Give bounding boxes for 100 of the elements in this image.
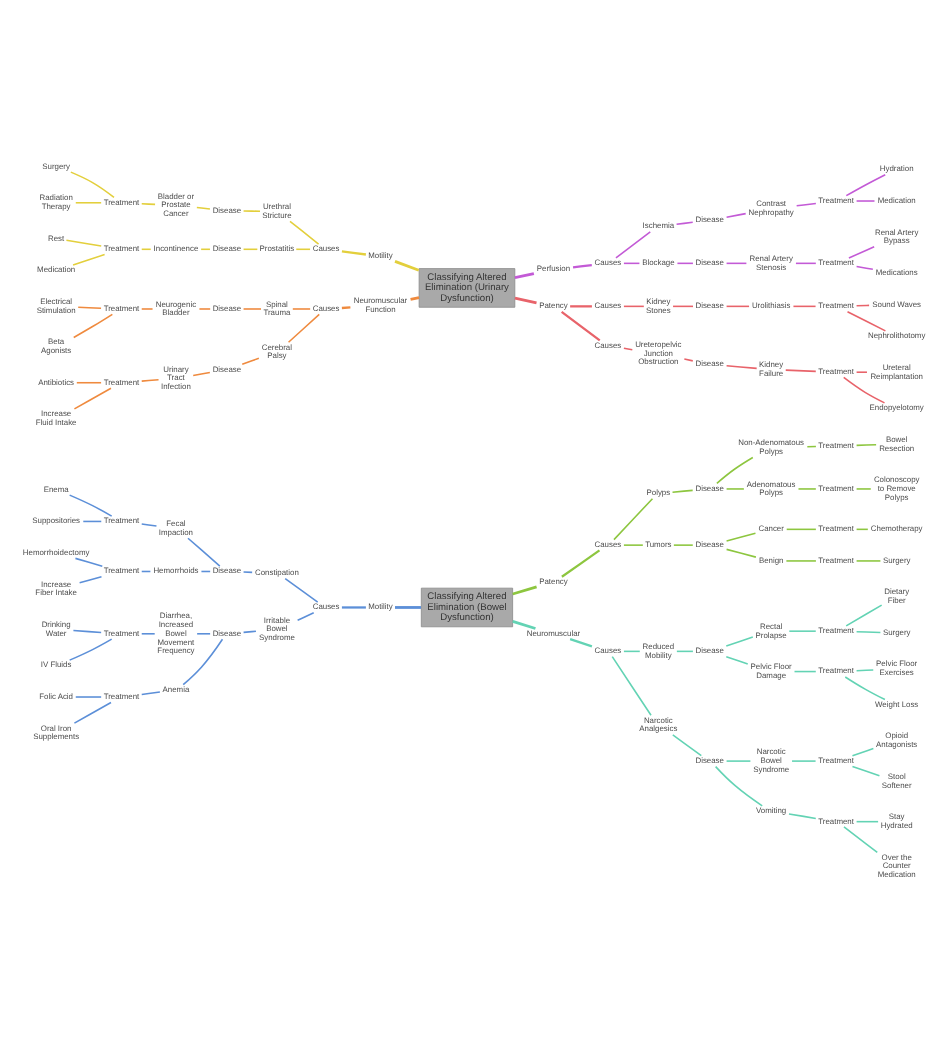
connector [793, 669, 817, 672]
connector [795, 261, 817, 264]
connector [182, 637, 224, 685]
connector [341, 249, 367, 255]
connector [196, 205, 211, 209]
connector [74, 201, 102, 203]
connector [725, 211, 747, 218]
connector [623, 346, 634, 350]
connector [672, 304, 694, 307]
connector [341, 605, 366, 608]
connector [611, 654, 652, 716]
connector [855, 668, 875, 671]
connector [570, 304, 592, 307]
connector [70, 170, 115, 198]
connector [613, 496, 654, 540]
connector [843, 825, 879, 853]
connector [725, 635, 754, 646]
connector [725, 261, 748, 264]
connector [572, 263, 592, 268]
connector [795, 201, 817, 206]
connector [287, 312, 321, 343]
connector [341, 305, 351, 309]
connector [512, 584, 537, 595]
connector [725, 547, 757, 557]
connector [791, 759, 817, 761]
connector [78, 575, 103, 583]
connector [855, 487, 872, 489]
connector [792, 304, 817, 307]
connector [242, 629, 257, 633]
connector [683, 357, 694, 361]
connector [284, 576, 319, 602]
connector [394, 259, 420, 271]
connector [198, 307, 211, 309]
connector [855, 370, 868, 372]
connector [569, 637, 593, 647]
connector [72, 252, 106, 265]
connector [140, 201, 156, 205]
connector [140, 307, 154, 309]
connector [845, 603, 883, 626]
connector [851, 746, 875, 756]
connector [68, 493, 113, 516]
connector [725, 363, 758, 369]
connector [140, 690, 161, 695]
connector [675, 220, 694, 225]
connector [788, 812, 817, 819]
connector [560, 309, 601, 341]
connector [672, 733, 703, 756]
connector [72, 628, 102, 633]
connector [784, 368, 817, 372]
connector [615, 230, 652, 258]
connector [77, 305, 102, 308]
connector [73, 700, 112, 723]
connector [725, 531, 757, 541]
connector [848, 244, 875, 258]
connector [242, 209, 261, 212]
connector [725, 654, 749, 664]
connector [855, 442, 877, 446]
connector [714, 764, 763, 806]
connector [851, 764, 881, 776]
connector [855, 264, 874, 270]
connector [241, 356, 260, 365]
connector [514, 271, 535, 279]
connector [788, 629, 817, 631]
connector [74, 556, 104, 566]
connector [65, 238, 103, 246]
connector [512, 619, 536, 629]
connector [242, 307, 262, 309]
connector [140, 522, 158, 526]
connector [196, 632, 211, 634]
connector [292, 307, 311, 309]
connector [296, 611, 315, 620]
connector [410, 295, 420, 300]
connector [72, 312, 114, 338]
connector [73, 386, 112, 409]
connector [289, 219, 320, 244]
connector [844, 675, 886, 700]
connector [395, 605, 421, 608]
connector [514, 295, 537, 304]
connector [785, 559, 817, 561]
connector [76, 380, 102, 383]
connector [842, 375, 886, 403]
connector [242, 570, 253, 573]
connector [725, 759, 752, 761]
connector [716, 455, 754, 484]
connector [785, 527, 817, 530]
connector [725, 487, 745, 489]
connector [74, 695, 102, 697]
connector [673, 543, 694, 545]
connector [671, 488, 694, 492]
connector [725, 304, 750, 307]
connector [187, 536, 221, 566]
connector [855, 559, 882, 561]
connector [855, 199, 876, 201]
connector [192, 370, 211, 376]
connector [623, 304, 645, 307]
connector [797, 487, 817, 489]
connector [846, 309, 887, 331]
connector [623, 543, 644, 545]
connector [82, 519, 103, 522]
connector [845, 172, 887, 196]
